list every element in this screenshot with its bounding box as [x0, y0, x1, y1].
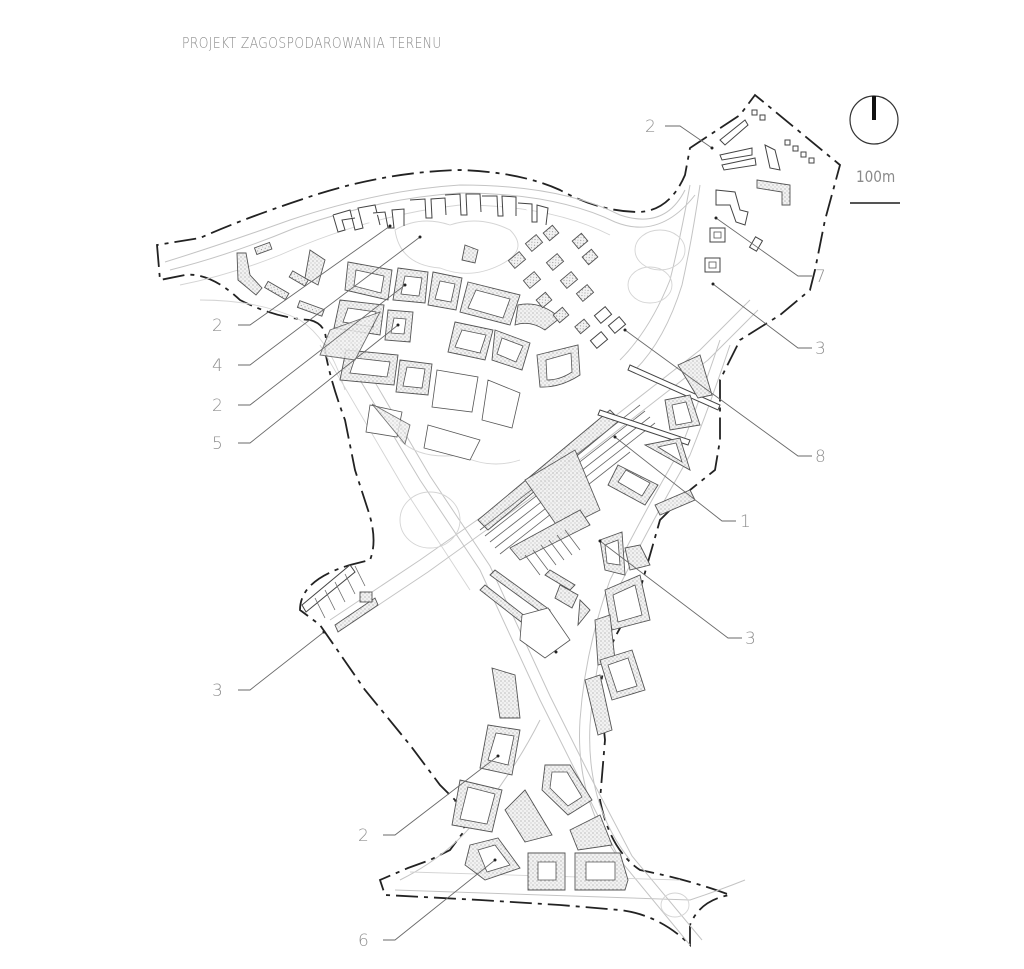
callout-7: 7: [815, 267, 826, 287]
railway-station: [477, 364, 721, 659]
callout-8: 8: [815, 447, 826, 467]
scale-label: 100m: [856, 167, 896, 186]
callout-1: 1: [740, 512, 751, 532]
callout-5: 5: [212, 434, 223, 454]
building-row-north: [332, 193, 549, 233]
callout-2-c: 2: [358, 826, 369, 846]
callout-2-b: 2: [212, 396, 223, 416]
callout-2-ne: 2: [645, 117, 656, 137]
callout-2-a: 2: [212, 316, 223, 336]
drawing-title: PROJEKT ZAGOSPODAROWANIA TERENU: [182, 34, 442, 52]
north-arrow-icon: [849, 95, 899, 145]
callout-3-ne: 3: [815, 339, 826, 359]
leader-lines: [238, 125, 812, 941]
site-boundary: [156, 93, 842, 948]
urban-block-grid: [319, 261, 581, 461]
southwest-houses: [301, 564, 379, 633]
callout-3-e: 3: [745, 629, 756, 649]
callout-3-sw: 3: [212, 681, 223, 701]
callout-labels: 2 4 2 5 3 2 6 2 7 3 8 1 3: [212, 117, 826, 951]
scale-bar-icon: [850, 202, 900, 204]
callout-4: 4: [212, 356, 223, 376]
callout-6: 6: [358, 931, 369, 951]
south-blocks: [451, 667, 629, 891]
northeast-residential: [704, 109, 815, 273]
small-blocks: [236, 224, 627, 350]
